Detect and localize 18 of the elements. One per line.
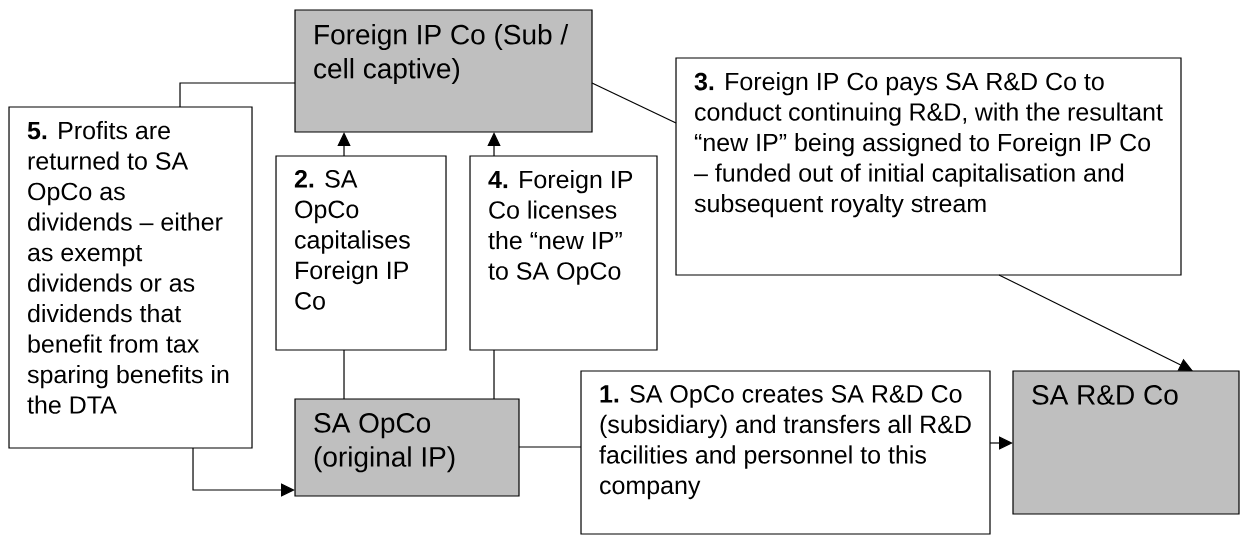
connector	[192, 447, 295, 497]
connector	[493, 349, 495, 400]
connector	[518, 446, 582, 448]
entity-box: SA R&D Co	[1012, 370, 1240, 515]
connector	[989, 436, 1013, 450]
text-box: 4. Foreign IP Co licenses the “new IP” to SA OpCo	[469, 155, 658, 351]
connector	[591, 82, 677, 124]
text-box: 5. Profits are returned to SA OpCo as dividends – either as exempt dividends or as dividends that benefit from tax sparing benefits in the DTA	[8, 106, 253, 449]
connector	[998, 274, 1193, 371]
text-box: 1. SA OpCo creates SA R&D Co (subsidiary) and transfers all R&D facilities and personnel to this company	[580, 370, 991, 535]
connector	[343, 349, 345, 400]
connector	[179, 82, 296, 108]
entity-box: SA OpCo (original IP)	[294, 398, 520, 497]
connector	[487, 132, 501, 157]
connector	[337, 132, 351, 157]
entity-box: Foreign IP Co (Sub / cell captive)	[294, 9, 593, 133]
text-box: 3. Foreign IP Co pays SA R&D Co to conduct continuing R&D, with the resultant “new IP” being assigned to Foreign IP Co – funded out of initial capitalisation and subsequent royalty stream	[675, 57, 1182, 276]
text-box: 2. SA OpCo capitalises Foreign IP Co	[275, 155, 447, 351]
